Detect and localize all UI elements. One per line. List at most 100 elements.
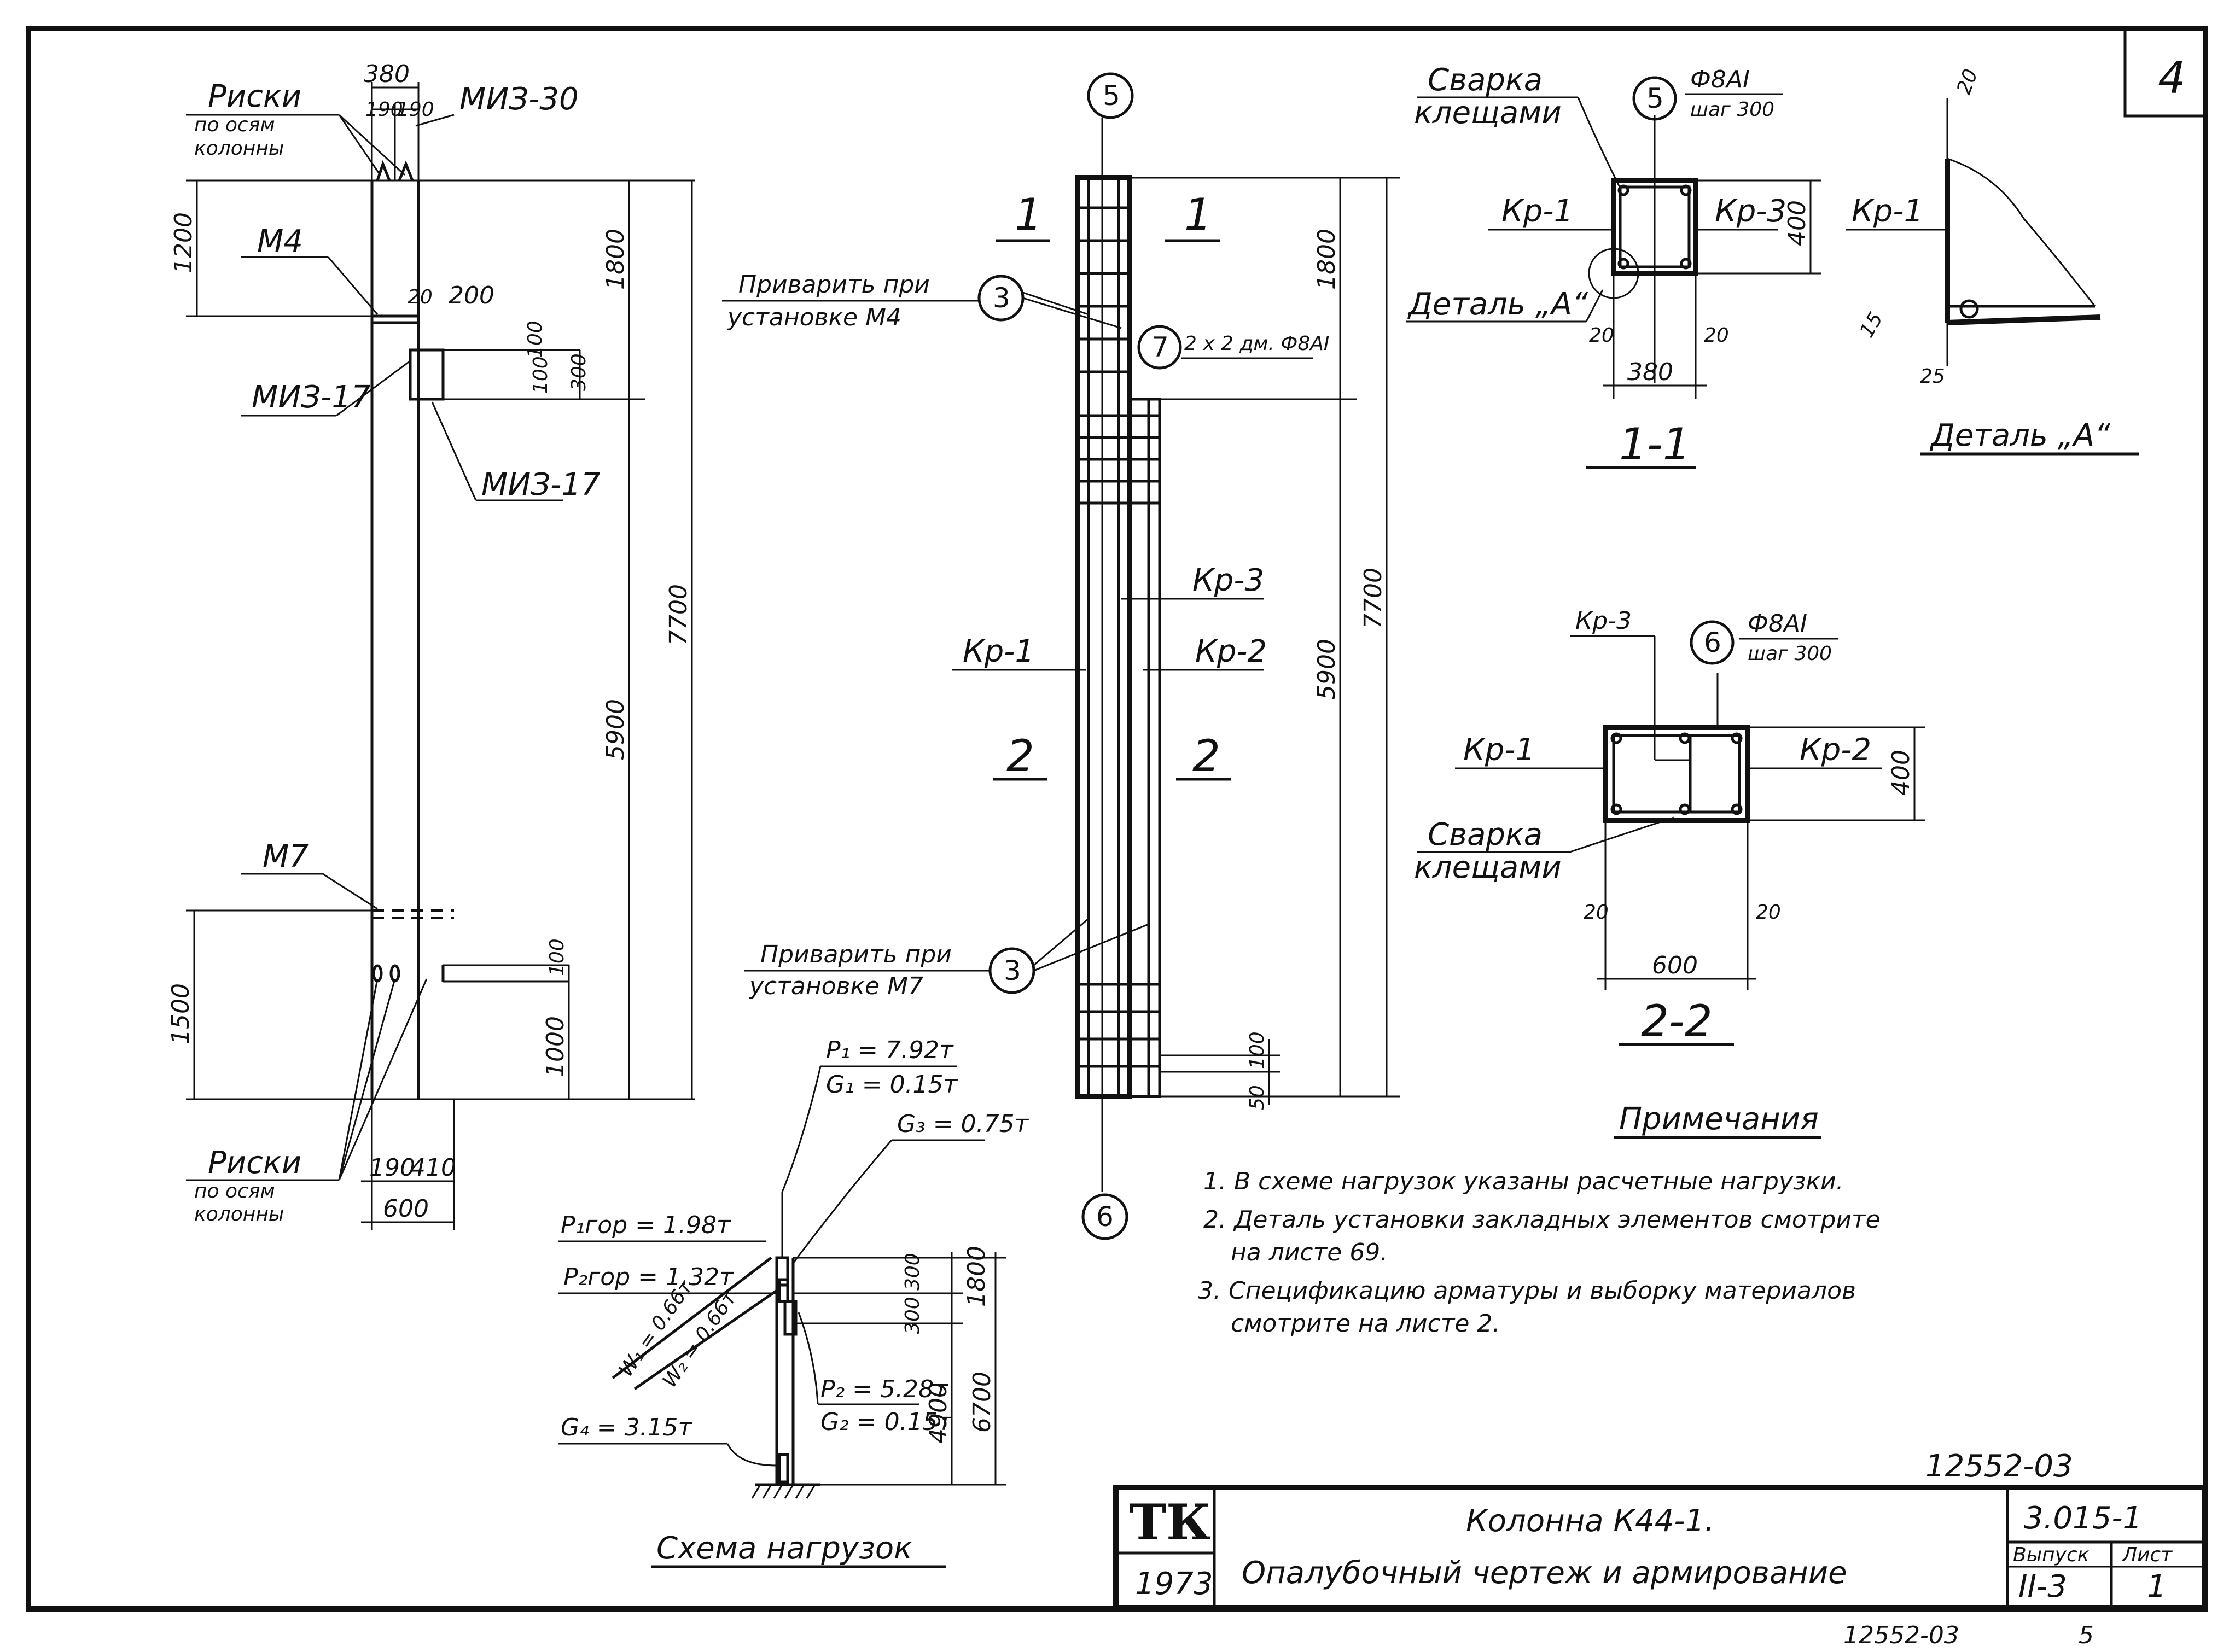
detailA-dim-20: 20 bbox=[1953, 66, 1982, 97]
label-kr3: Кр-3 bbox=[1192, 563, 1264, 598]
dim-190c: 190 bbox=[369, 1154, 415, 1182]
load-dim-300b: 300 bbox=[901, 1297, 924, 1334]
detailA-kr1: Кр-1 bbox=[1852, 194, 1923, 229]
dim-1500: 1500 bbox=[167, 983, 195, 1044]
section11-bar: Ф8АI bbox=[1690, 66, 1750, 94]
section22-dim-20a: 20 bbox=[1584, 901, 1609, 924]
section11-weld-1: Сварка bbox=[1428, 62, 1543, 98]
section22-weld-1: Сварка bbox=[1428, 817, 1543, 853]
section11-weld-2: клещами bbox=[1414, 95, 1562, 131]
section11-dim-400: 400 bbox=[1783, 200, 1811, 246]
section11-detail-ref: Деталь „А“ bbox=[1407, 287, 1588, 322]
stirrups-top bbox=[1078, 206, 1160, 505]
notes-title: Примечания bbox=[1619, 1101, 1819, 1137]
section22-bar: Ф8АI bbox=[1748, 610, 1807, 638]
note-2b: на листе 69. bbox=[1231, 1239, 1388, 1266]
doc-code: 12552-03 bbox=[1925, 1449, 2073, 1484]
dim-5900-r: 5900 bbox=[1313, 639, 1341, 700]
load-p2: P₂ = 5.28т bbox=[820, 1375, 948, 1403]
sheet-frame bbox=[26, 26, 2208, 1612]
load-dim-4900: 4900 bbox=[924, 1382, 952, 1444]
load-dim-6700: 6700 bbox=[968, 1371, 996, 1433]
section-2-right: 2 bbox=[1192, 731, 1220, 781]
section11-kr3: Кр-3 bbox=[1715, 194, 1786, 229]
pos-7-marker bbox=[1137, 325, 1182, 370]
axis-5-marker bbox=[1087, 72, 1134, 119]
dim-100b: 100 bbox=[529, 356, 552, 394]
stamp-year: 1973 bbox=[1135, 1566, 1213, 1602]
load-dim-300a: 300 bbox=[901, 1253, 924, 1291]
detailA-dim-25: 25 bbox=[1920, 365, 1945, 388]
pos-7-text: 2 х 2 дм. Ф8АI bbox=[1184, 332, 1330, 355]
dim-1800: 1800 bbox=[602, 229, 630, 290]
reinforcement-elevation: 5 6 1 1 bbox=[722, 72, 1400, 1240]
section-1-left: 1 bbox=[1015, 189, 1043, 240]
label-kr1: Кр-1 bbox=[963, 634, 1034, 669]
section22-dim-20b: 20 bbox=[1756, 901, 1781, 924]
section22-kr3: Кр-3 bbox=[1575, 607, 1632, 635]
note-2a: 2. Деталь установки закладных элементов … bbox=[1203, 1206, 1881, 1234]
detailA-dim-15: 15 bbox=[1855, 308, 1887, 341]
detail-a: 20 Кр-1 15 25 Деталь „А“ bbox=[1846, 66, 2139, 456]
label-marks-top-3: колонны bbox=[194, 137, 284, 160]
dim-200: 200 bbox=[449, 282, 494, 310]
section11-pos: 5 bbox=[1646, 83, 1664, 114]
label-kr2: Кр-2 bbox=[1195, 634, 1267, 669]
dim-190b: 190 bbox=[397, 98, 434, 121]
issue-value: II-3 bbox=[2018, 1569, 2067, 1604]
title-line2: Опалубочный чертеж и армирование bbox=[1242, 1555, 1847, 1591]
dim-1200: 1200 bbox=[170, 212, 197, 273]
section11-dim-20a: 20 bbox=[1589, 324, 1614, 347]
section11-kr1: Кр-1 bbox=[1501, 194, 1573, 229]
title-line1: Колонна К44-1. bbox=[1466, 1503, 1714, 1539]
section-1-right: 1 bbox=[1184, 189, 1212, 240]
section-2-left: 2 bbox=[1006, 731, 1034, 781]
axis-6-marker bbox=[1081, 1193, 1128, 1240]
note-1: 1. В схеме нагрузок указаны расчетные на… bbox=[1203, 1168, 1844, 1195]
label-marks-top: Риски bbox=[208, 79, 301, 114]
dim-410: 410 bbox=[410, 1154, 456, 1182]
section11-step: шаг 300 bbox=[1690, 98, 1774, 121]
detailA-caption: Деталь „А“ bbox=[1929, 418, 2111, 453]
notes: Примечания 1. В схеме нагрузок указаны р… bbox=[1198, 1101, 1881, 1338]
dim-100-r: 100 bbox=[1246, 1031, 1268, 1069]
section11-dim-380: 380 bbox=[1627, 358, 1673, 386]
dim-380: 380 bbox=[364, 60, 410, 88]
label-miz30: МИЗ-30 bbox=[459, 81, 579, 117]
section22-dim-600: 600 bbox=[1652, 951, 1698, 979]
section22-kr2: Кр-2 bbox=[1800, 732, 1871, 768]
title-block: 12552-03 ТК 1973 Колонна К44-1. Опалубоч… bbox=[1113, 1449, 2207, 1610]
section22-step: шаг 300 bbox=[1748, 643, 1832, 665]
axis-5-label: 5 bbox=[1103, 80, 1120, 112]
label-miz17-right: МИЗ-17 bbox=[481, 467, 601, 503]
pos-3a: 3 bbox=[993, 282, 1010, 314]
dim-20: 20 bbox=[408, 286, 433, 308]
load-p1gor: P₁гор = 1.98т bbox=[561, 1211, 731, 1239]
section22-dim-400: 400 bbox=[1887, 750, 1915, 796]
bottom-code: 12552-03 bbox=[1843, 1621, 1959, 1649]
label-marks-bottom-2: по осям bbox=[194, 1180, 275, 1202]
dim-1800-r: 1800 bbox=[1313, 229, 1341, 290]
label-marks-bottom: Риски bbox=[208, 1145, 301, 1181]
pos-7: 7 bbox=[1151, 331, 1169, 363]
section22-weld-2: клещами bbox=[1414, 850, 1562, 885]
dim-100c: 100 bbox=[546, 938, 568, 976]
load-scheme: P₁ = 7.92т G₁ = 0.15т G₃ = 0.75т P₁гор =… bbox=[558, 1036, 1029, 1568]
section22-kr1: Кр-1 bbox=[1463, 732, 1535, 768]
load-g4: G₄ = 3.15т bbox=[561, 1414, 693, 1441]
load-g3: G₃ = 0.75т bbox=[897, 1110, 1029, 1138]
note-weld-m4-line1: Приварить при bbox=[738, 271, 930, 299]
load-p2gor: P₂гор = 1.32т bbox=[563, 1263, 734, 1291]
label-m7: М7 bbox=[263, 839, 309, 874]
note-weld-m7-line1: Приварить при bbox=[760, 941, 952, 968]
dim-600: 600 bbox=[383, 1195, 429, 1223]
note-weld-m4-line2: установке М4 bbox=[726, 303, 901, 331]
note-3b: смотрите на листе 2. bbox=[1231, 1310, 1500, 1338]
corner-number: 4 bbox=[2158, 52, 2186, 103]
label-miz17-left: МИЗ-17 bbox=[252, 380, 371, 415]
dim-300: 300 bbox=[568, 353, 590, 391]
series-code: 3.015-1 bbox=[2024, 1501, 2142, 1536]
load-g2: G₂ = 0.15т bbox=[820, 1408, 953, 1436]
issue-label: Выпуск bbox=[2013, 1544, 2090, 1566]
sheet-label: Лист bbox=[2121, 1544, 2173, 1566]
